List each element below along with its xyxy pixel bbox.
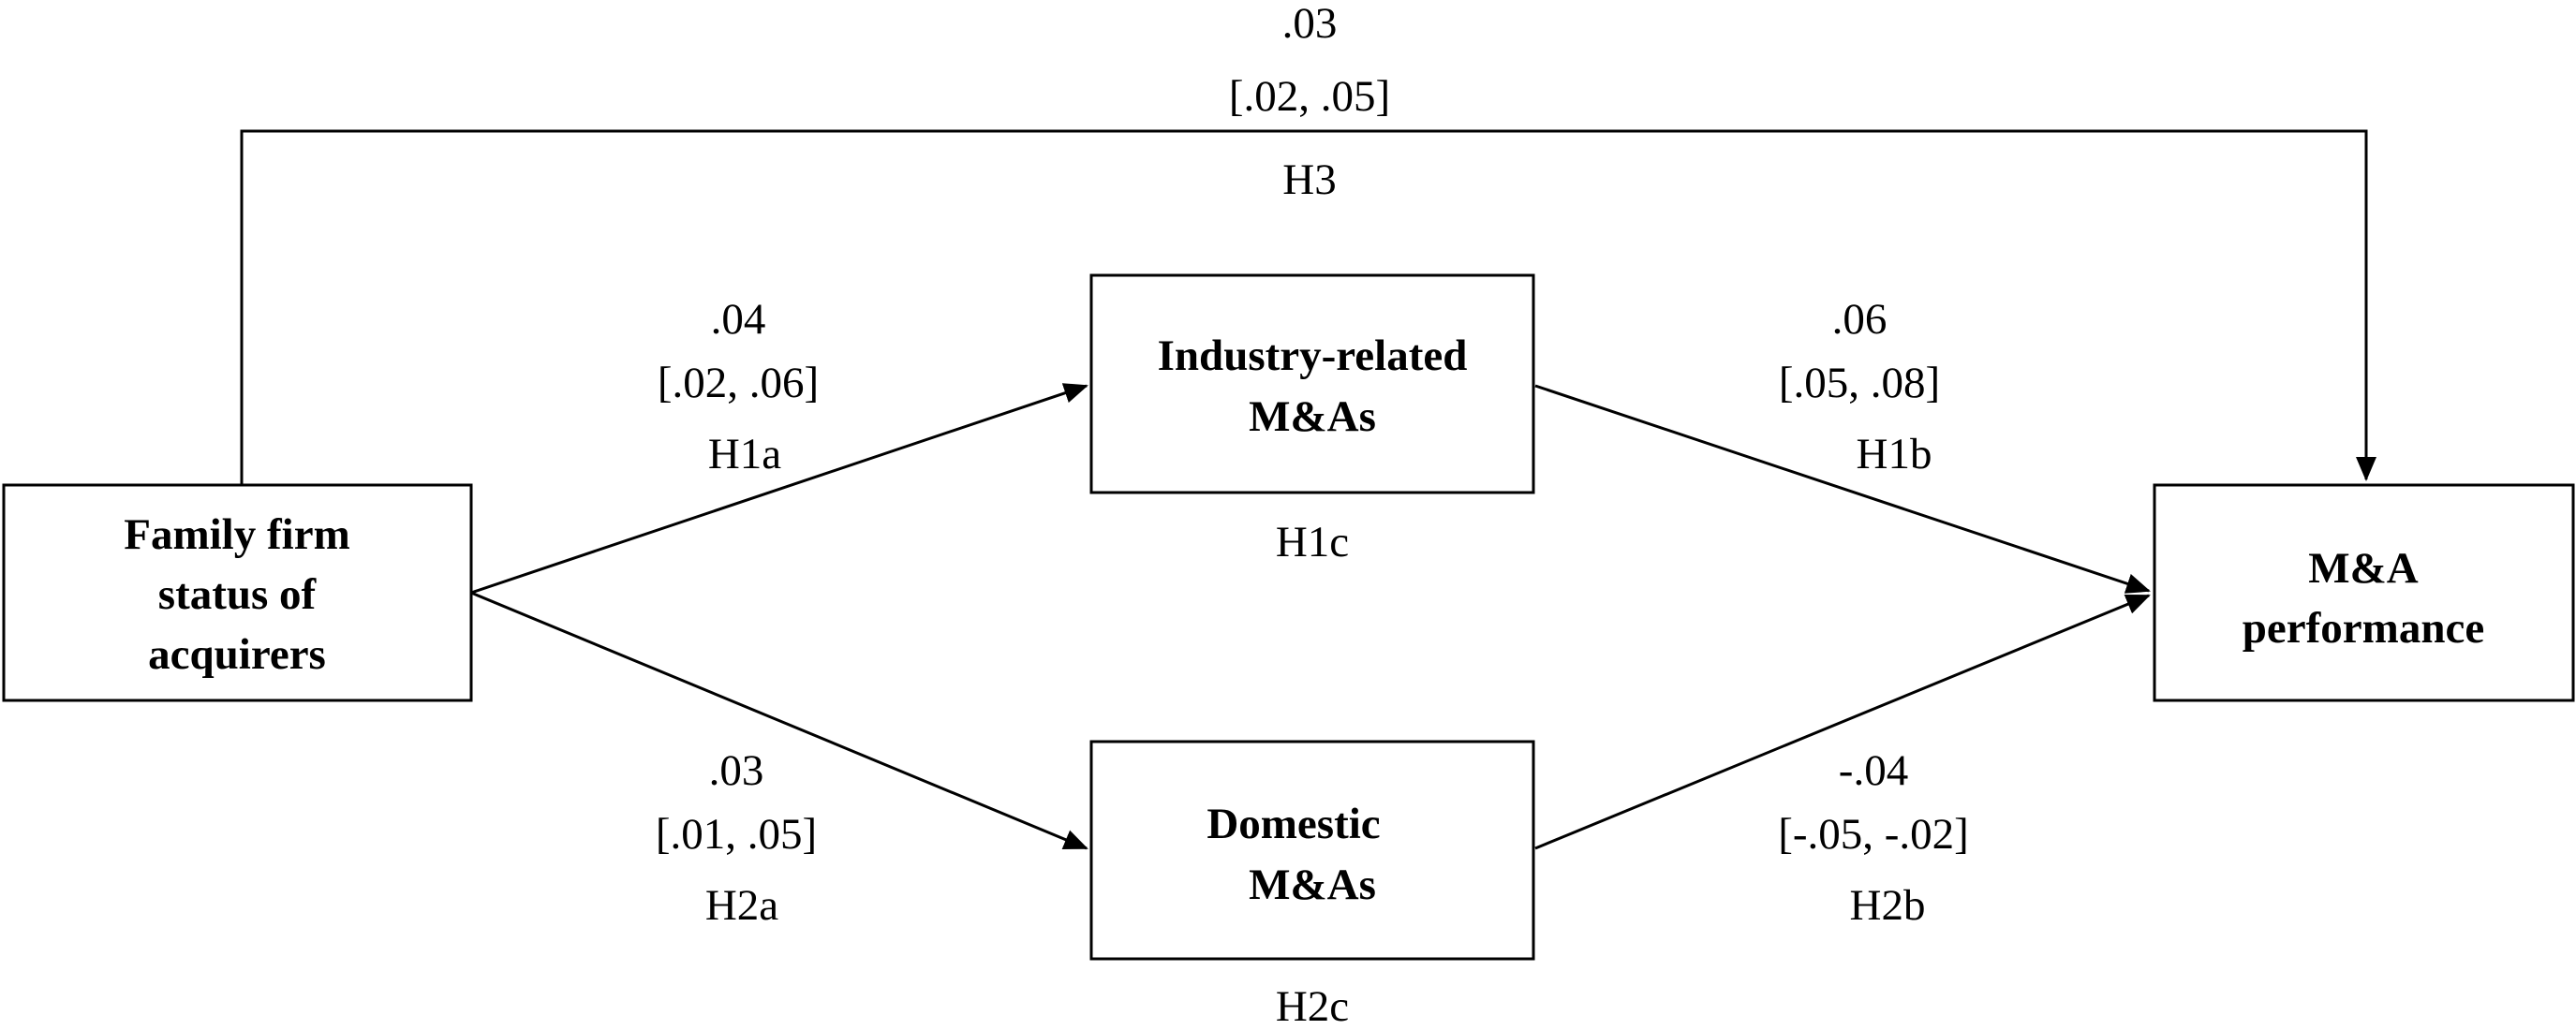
node-domestic-line-2: M&As	[1249, 861, 1376, 909]
label-h1b-ci: [.05, .08]	[1779, 359, 1940, 407]
node-performance-line-1: M&A	[2308, 544, 2419, 593]
label-h3-ci: [.02, .05]	[1229, 72, 1390, 121]
label-h1a-ci: [.02, .06]	[658, 359, 819, 407]
edge-h2b	[1534, 594, 2151, 850]
label-h1b-coef: .06	[1832, 295, 1888, 344]
label-h2c-hyp: H2c	[1276, 982, 1349, 1030]
node-industry-related-line-2: M&As	[1249, 392, 1376, 441]
node-domestic: Domestic M&As	[1089, 740, 1535, 961]
label-h1c-hyp: H1c	[1276, 518, 1349, 566]
node-performance: M&A performance	[2153, 483, 2575, 702]
edge-h2a	[470, 591, 1088, 850]
label-h2a-hyp: H2a	[705, 881, 778, 930]
edge-h3-direct	[240, 129, 2376, 485]
label-h2a-coef: .03	[709, 746, 764, 795]
label-h3-coef: .03	[1282, 0, 1338, 48]
node-family-firm-line-2: status of	[158, 570, 318, 619]
label-h2a-ci: [.01, .05]	[656, 810, 817, 859]
edge-h1b	[1534, 384, 2151, 594]
label-h1a-coef: .04	[711, 295, 766, 344]
node-family-firm: Family firm status of acquirers	[2, 483, 473, 702]
label-h2b-ci: [-.05, -.02]	[1778, 810, 1969, 859]
label-h1b-hyp: H1b	[1857, 430, 1932, 478]
node-industry-related: Industry-related M&As	[1089, 273, 1535, 494]
node-performance-line-2: performance	[2243, 604, 2484, 653]
node-family-firm-line-1: Family firm	[124, 510, 349, 559]
node-industry-related-line-1: Industry-related	[1158, 331, 1468, 380]
label-h2b-hyp: H2b	[1850, 881, 1926, 930]
node-family-firm-line-3: acquirers	[148, 630, 326, 679]
edge-h1a	[470, 383, 1088, 595]
label-h1a-hyp: H1a	[708, 430, 781, 478]
node-domestic-line-1: Domestic	[1207, 800, 1380, 848]
label-h3-hyp: H3	[1282, 155, 1336, 204]
label-h2b-coef: -.04	[1839, 746, 1908, 795]
